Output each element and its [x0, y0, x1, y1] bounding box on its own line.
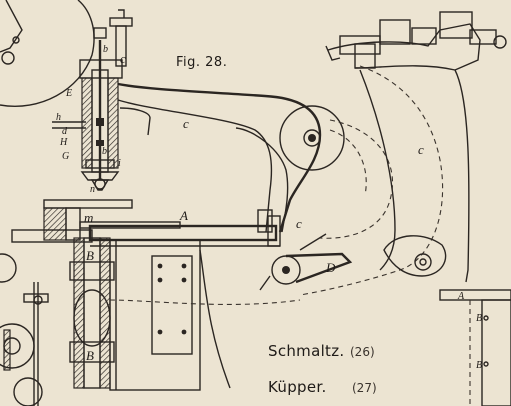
work-plate [11, 199, 281, 247]
label-b-lower: b [102, 146, 107, 157]
label-e: E [65, 88, 72, 99]
label-d-right: D [325, 260, 336, 275]
label-g: G [62, 151, 69, 162]
right-machine-head [325, 11, 507, 283]
crank-d [259, 233, 353, 291]
label-d-lower: d [62, 126, 68, 137]
label-i: i [118, 158, 121, 169]
caption-name-2: Küpper. [268, 378, 327, 396]
label-b: b [103, 44, 108, 55]
label-b-right-1: B [476, 313, 482, 324]
label-b-block-2: B [86, 348, 94, 363]
caption-number-2: (27) [352, 381, 377, 395]
c-frame-arm [117, 82, 322, 233]
dashed-alternate-arm [299, 65, 444, 296]
label-c-far: c [418, 142, 424, 157]
left-wheel-parts [0, 253, 49, 406]
label-n: n [90, 184, 95, 195]
caption-number-1: (26) [350, 345, 375, 359]
figure-label: Fig. 28. [176, 55, 227, 70]
label-a-right: A [457, 291, 465, 302]
top-left-circle-part [0, 0, 95, 107]
needle-bar-assembly [52, 9, 133, 191]
label-h-lower: h [56, 112, 61, 123]
lower-right-bracket [439, 289, 511, 406]
label-b-right-2: B [476, 360, 482, 371]
label-c-right-arm: c [296, 216, 302, 231]
label-m: m [84, 210, 93, 225]
lower-column [69, 237, 301, 391]
label-c-arm: c [183, 116, 189, 131]
label-h-upper: H [59, 137, 68, 148]
drive-pulley [279, 105, 345, 171]
label-c-top: c [120, 51, 126, 66]
caption-name-1: Schmaltz. [268, 342, 344, 360]
label-b-block-1: B [86, 248, 94, 263]
label-a-capital: A [179, 208, 188, 223]
